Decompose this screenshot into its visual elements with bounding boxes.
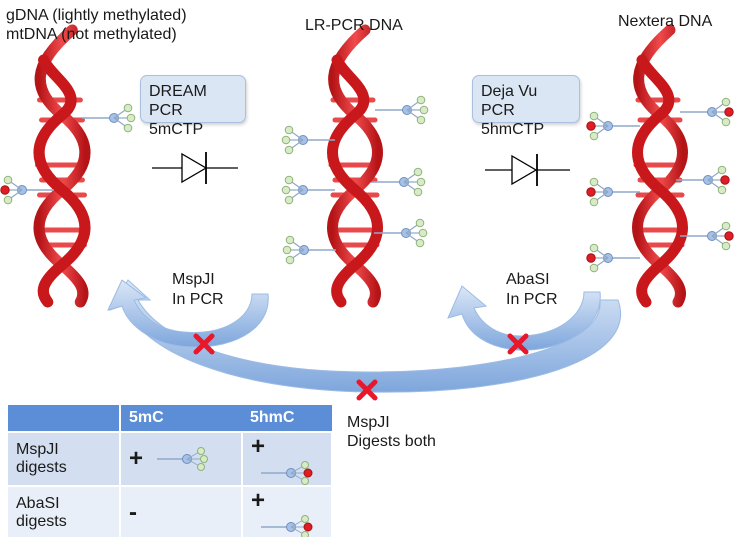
- dejavu-pcr-box: Deja Vu PCR 5hmCTP: [472, 75, 580, 138]
- diode-symbol-left: [152, 152, 238, 184]
- cell-5mc: -: [120, 485, 243, 537]
- table-header-cell: 5mC: [120, 405, 242, 432]
- dream-pcr-line2: 5mCTP: [149, 121, 204, 138]
- table-header-row: 5mC 5hmC: [8, 405, 332, 432]
- dream-pcr-line1: DREAM PCR: [149, 83, 207, 119]
- row-label-line1: AbaSI: [16, 495, 60, 512]
- dna-helix-nextera: [586, 30, 734, 302]
- lrpcr-label: LR-PCR DNA: [305, 17, 403, 34]
- enzyme-legend-table: 5mC 5hmC MspJI digests + +: [8, 405, 333, 537]
- dejavu-pcr-line1: Deja Vu PCR: [481, 83, 538, 119]
- diode-symbol-right: [485, 154, 570, 186]
- abasi-pcr-label-line2: In PCR: [506, 291, 558, 308]
- hydroxymethyl-probe-icon: [261, 515, 313, 537]
- dejavu-pcr-line2: 5hmCTP: [481, 121, 545, 138]
- gdna-label-line1: gDNA (lightly methylated): [6, 7, 187, 24]
- gdna-label-line2: mtDNA (not methylated): [6, 26, 177, 43]
- row-label: MspJI digests: [8, 431, 121, 486]
- dna-helix-gdna: [0, 30, 136, 302]
- table-header-cell: [8, 405, 121, 432]
- digest-symbol: +: [251, 433, 266, 460]
- cell-5mc: +: [120, 431, 243, 486]
- mspji-pcr-label-line2: In PCR: [172, 291, 224, 308]
- hydroxymethyl-probe-icon: [261, 461, 313, 485]
- digests-both-label-line2: Digests both: [347, 433, 436, 450]
- row-label-line2: digests: [16, 459, 67, 476]
- row-label-line1: MspJI: [16, 441, 59, 458]
- table-row: MspJI digests + +: [8, 431, 333, 486]
- mspji-curved-arrow: [107, 279, 269, 348]
- cell-5hmc: +: [242, 431, 333, 486]
- row-label-line2: digests: [16, 513, 67, 530]
- abasi-pcr-label-line1: AbaSI: [506, 271, 550, 288]
- row-label: AbaSI digests: [8, 485, 121, 537]
- digest-symbol: -: [129, 499, 137, 526]
- abasi-curved-arrow: [447, 285, 601, 351]
- table-header-cell: 5hmC: [242, 405, 332, 432]
- digest-symbol: +: [251, 487, 266, 514]
- digest-symbol: +: [129, 445, 144, 472]
- mspji-pcr-label-line1: MspJI: [172, 271, 215, 288]
- nextera-label: Nextera DNA: [618, 13, 713, 30]
- dna-helix-lrpcr: [281, 30, 429, 302]
- methyl-probe-icon: [157, 447, 209, 471]
- table-row: AbaSI digests - +: [8, 485, 333, 537]
- cell-5hmc: +: [242, 485, 333, 537]
- dream-pcr-box: DREAM PCR 5mCTP: [140, 75, 246, 138]
- digests-both-label-line1: MspJI: [347, 414, 390, 431]
